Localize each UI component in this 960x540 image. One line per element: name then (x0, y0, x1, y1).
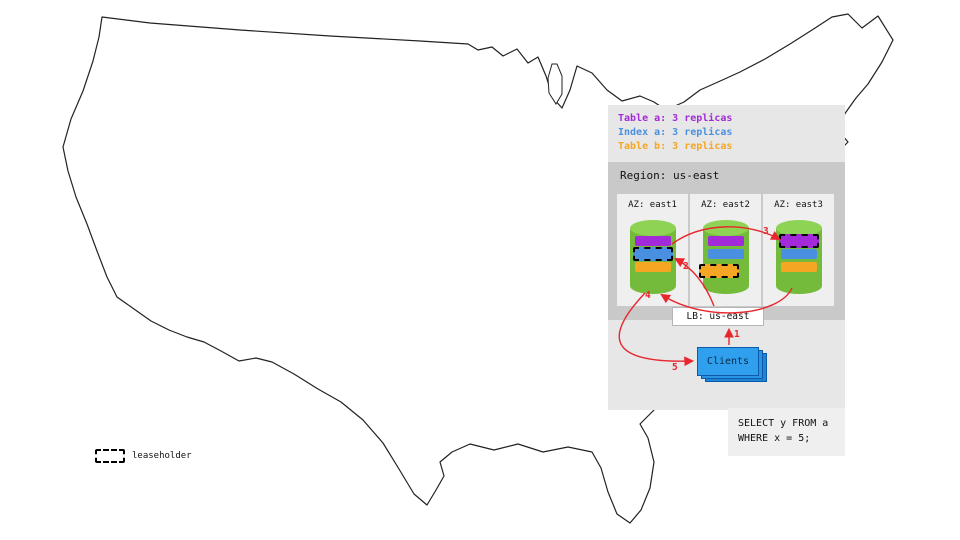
replica-table-a (634, 236, 671, 246)
az-east1: AZ: east1 (617, 194, 688, 306)
leaseholder-table-a (778, 234, 819, 248)
clients-label: Clients (706, 356, 750, 367)
az-east2: AZ: east2 (690, 194, 761, 306)
leaseholder-legend: leaseholder (95, 449, 192, 463)
legend-table-b: Table b: 3 replicas (618, 141, 733, 152)
arrow-step-5: 5 (672, 362, 678, 373)
leaseholder-swatch-icon (95, 449, 125, 463)
replica-index-a (707, 249, 744, 259)
replica-legend: Table a: 3 replicas Index a: 3 replicas … (618, 112, 732, 154)
region-title: Region: us-east (620, 169, 720, 182)
legend-index-a: Index a: 3 replicas (618, 127, 733, 138)
arrow-step-4: 4 (645, 290, 651, 301)
database-cylinder-east1 (628, 218, 678, 298)
arrow-step-3: 3 (763, 226, 769, 237)
load-balancer-label: LB: us-east (686, 311, 750, 322)
arrow-step-2: 2 (683, 261, 689, 272)
leaseholder-legend-label: leaseholder (132, 451, 192, 461)
az-east3-label: AZ: east3 (774, 200, 823, 210)
load-balancer-box: LB: us-east (672, 307, 764, 326)
sql-line-1: SELECT y FROM a (738, 418, 829, 429)
replica-index-a (780, 249, 817, 259)
az-east1-label: AZ: east1 (628, 200, 677, 210)
az-east3: AZ: east3 (763, 194, 834, 306)
sql-query-box: SELECT y FROM a WHERE x = 5; (728, 408, 845, 456)
leaseholder-table-b (698, 264, 739, 278)
region-box: Region: us-east AZ: east1 AZ: east2 (608, 162, 845, 320)
replica-table-b (780, 262, 817, 272)
replica-table-b (634, 262, 671, 272)
lake-michigan-outline (547, 63, 563, 105)
database-cylinder-east3 (774, 218, 824, 298)
az-east2-label: AZ: east2 (701, 200, 750, 210)
clients-stack: Clients (697, 347, 767, 384)
leaseholder-index-a (632, 247, 673, 261)
arrow-step-1: 1 (734, 329, 740, 340)
sql-line-2: WHERE x = 5; (738, 433, 811, 444)
legend-table-a: Table a: 3 replicas (618, 113, 733, 124)
replica-table-a (707, 236, 744, 246)
database-cylinder-east2 (698, 218, 751, 298)
client-card-front: Clients (697, 347, 759, 376)
